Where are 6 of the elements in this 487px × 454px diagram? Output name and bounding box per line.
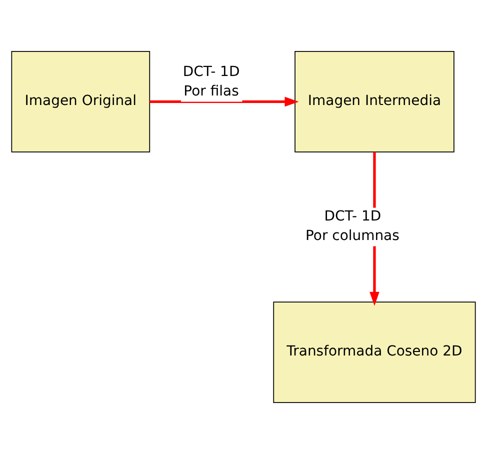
node-box: Imagen Original xyxy=(11,51,150,152)
edge-label: DCT- 1D Por columnas xyxy=(305,208,400,244)
node-box: Imagen Intermedia xyxy=(294,51,454,152)
edge-label: DCT- 1D Por filas xyxy=(182,64,240,100)
node-box: Transformada Coseno 2D xyxy=(273,302,476,403)
arrow xyxy=(150,96,299,107)
